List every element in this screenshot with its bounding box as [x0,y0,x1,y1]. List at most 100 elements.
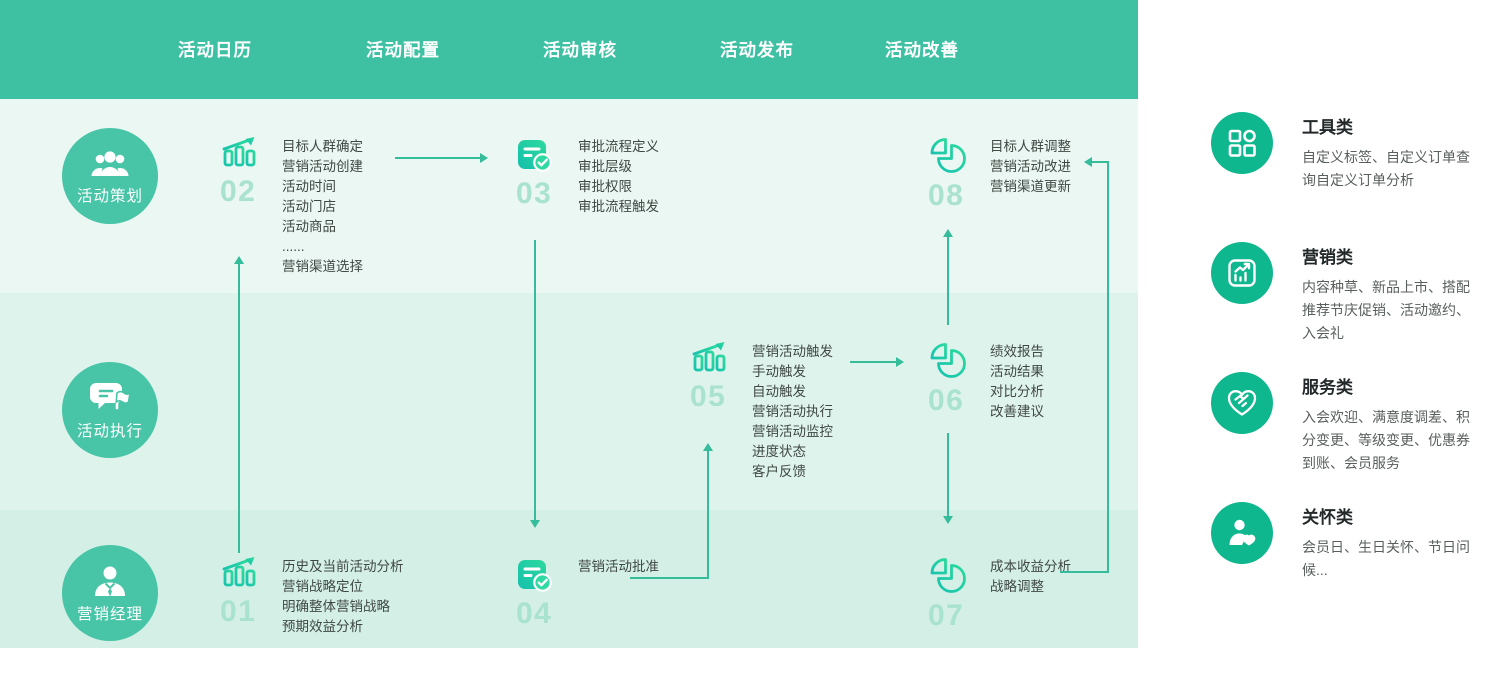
step-number: 05 [690,380,727,413]
chart-growth-icon [1228,259,1256,287]
step-03: 03 审批流程定义审批层级审批权限审批流程触发 [516,136,659,217]
grid-icon [1228,129,1256,157]
step-number: 08 [928,179,965,212]
sidebar-icon-circle [1211,242,1273,304]
step-number: 04 [516,597,553,630]
step-line: 营销战略定位 [282,579,363,594]
step-line: 明确整体营销战略 [282,599,390,614]
step-number: 01 [220,595,257,628]
step-line: 预期效益分析 [282,619,363,634]
step-line: 营销活动批准 [578,559,659,574]
sidebar-item-title: 关怀类 [1302,508,1353,527]
pie-chart-icon [930,343,966,378]
flow-connector [534,240,536,520]
step-line: 审批流程定义 [578,139,659,154]
arrow-down-icon [943,516,953,524]
sidebar-item-service: 服务类 入会欢迎、满意度调差、积分变更、等级变更、优惠券到账、会员服务 [1211,372,1491,475]
role-marketing-manager: 营销经理 [62,545,158,641]
step-items: 绩效报告活动结果对比分析改善建议 [990,341,1044,422]
step-line: 审批权限 [578,179,632,194]
header-bar: 活动日历 活动配置 活动审核 活动发布 活动改善 [0,0,1138,99]
step-line: ...... [282,239,305,254]
pie-chart-icon [930,138,966,173]
sidebar-icon-circle [1211,372,1273,434]
step-number: 03 [516,177,553,210]
sidebar-icon-circle [1211,502,1273,564]
step-items: 目标人群确定营销活动创建活动时间活动门店活动商品......营销渠道选择 [282,136,363,277]
arrow-up-icon [703,443,713,451]
step-line: 绩效报告 [990,344,1044,359]
flow-connector [395,157,480,159]
sidebar-item-desc: 入会欢迎、满意度调差、积分变更、等级变更、优惠券到账、会员服务 [1302,409,1470,471]
team-icon [91,150,129,176]
sidebar-icon-circle [1211,112,1273,174]
sidebar-item-desc: 会员日、生日关怀、节日问候... [1302,539,1470,578]
flow-connector [238,264,240,553]
step-01: 01 历史及当前活动分析营销战略定位明确整体营销战略预期效益分析 [220,556,404,637]
tab-activity-improve[interactable]: 活动改善 [885,40,959,60]
tab-activity-review[interactable]: 活动审核 [543,40,617,60]
step-items: 成本收益分析战略调整 [990,556,1071,631]
arrow-right-icon [480,153,488,163]
role-label: 活动执行 [76,422,143,440]
step-line: 成本收益分析 [990,559,1071,574]
step-line: 历史及当前活动分析 [282,559,404,574]
flow-connector [947,237,949,325]
sidebar-item-care: 关怀类 会员日、生日关怀、节日问候... [1211,502,1491,582]
step-number: 07 [928,599,965,632]
tab-activity-calendar[interactable]: 活动日历 [178,40,252,60]
flow-connector [1107,162,1109,573]
step-line: 手动触发 [752,364,806,379]
member-care-icon [1229,519,1256,546]
tab-activity-publish[interactable]: 活动发布 [720,40,794,60]
tab-activity-config[interactable]: 活动配置 [366,40,440,60]
flow-connector [1060,571,1109,573]
step-line: 营销活动改进 [990,159,1071,174]
flow-connector [630,577,709,579]
flow-connector [1092,161,1109,163]
step-line: 营销活动创建 [282,159,363,174]
pie-chart-icon [930,558,966,593]
chat-flag-icon [90,382,132,409]
step-items: 目标人群调整营销活动改进营销渠道更新 [990,136,1071,211]
arrow-down-icon [530,520,540,528]
step-line: 营销活动触发 [752,344,833,359]
step-02: 02 目标人群确定营销活动创建活动时间活动门店活动商品......营销渠道选择 [220,136,363,277]
sidebar-item-desc: 自定义标签、自定义订单查询自定义订单分析 [1302,149,1470,188]
step-line: 进度状态 [752,444,806,459]
step-items: 营销活动批准 [578,556,659,629]
step-line: 目标人群调整 [990,139,1071,154]
role-label: 营销经理 [76,605,143,623]
flow-connector [707,451,709,579]
flow-connector [947,433,949,516]
step-06: 06 绩效报告活动结果对比分析改善建议 [928,341,1044,422]
bar-chart-icon [221,137,257,171]
step-line: 客户反馈 [752,464,806,479]
document-check-icon [518,560,552,592]
heart-handshake-icon [1227,390,1257,416]
step-line: 改善建议 [990,404,1044,419]
step-number: 06 [928,384,965,417]
step-line: 活动门店 [282,199,336,214]
arrow-up-icon [234,256,244,264]
sidebar-item-tools: 工具类 自定义标签、自定义订单查询自定义订单分析 [1211,112,1491,192]
sidebar-item-title: 工具类 [1302,118,1353,137]
step-line: 对比分析 [990,384,1044,399]
sidebar-item-title: 营销类 [1302,248,1353,267]
step-line: 战略调整 [990,579,1044,594]
step-line: 营销活动监控 [752,424,833,439]
step-line: 审批层级 [578,159,632,174]
step-number: 02 [220,175,257,208]
step-line: 营销渠道选择 [282,259,363,274]
step-04: 04 营销活动批准 [516,556,659,629]
arrow-up-icon [943,229,953,237]
step-items: 审批流程定义审批层级审批权限审批流程触发 [578,136,659,217]
step-08: 08 目标人群调整营销活动改进营销渠道更新 [928,136,1071,211]
step-items: 历史及当前活动分析营销战略定位明确整体营销战略预期效益分析 [282,556,404,637]
arrow-left-icon [1084,157,1092,167]
step-items: 营销活动触发手动触发自动触发营销活动执行营销活动监控进度状态客户反馈 [752,341,833,482]
bar-chart-icon [691,342,727,376]
step-line: 活动结果 [990,364,1044,379]
step-line: 活动时间 [282,179,336,194]
sidebar-item-marketing: 营销类 内容种草、新品上市、搭配推荐节庆促销、活动邀约、入会礼 [1211,242,1491,345]
